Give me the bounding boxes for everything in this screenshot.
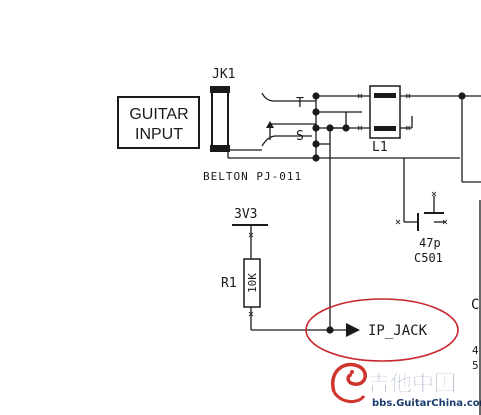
capacitor-c501: 47p C501	[403, 158, 446, 265]
guitar-input-label-2: INPUT	[135, 126, 183, 143]
resistor-ref-label: R1	[221, 276, 237, 291]
watermark-url: bbs.GuitarChina.com	[372, 398, 481, 409]
right-bus	[458, 92, 481, 415]
supply-and-resistor: 3V3 10K R1 IP_JACK	[221, 207, 428, 339]
watermark-brand: 吉他中国	[368, 371, 456, 397]
supply-label: 3V3	[234, 207, 257, 222]
jack-jk1: JK1 T S BELTON PJ-011	[203, 67, 316, 183]
edge-label-4: 4	[472, 344, 479, 357]
junction-dot	[458, 92, 466, 100]
junction-dot	[326, 326, 334, 334]
resistor-value-label: 10K	[246, 273, 259, 293]
junction-dot	[326, 124, 334, 132]
jack-part-label: BELTON PJ-011	[203, 170, 302, 183]
net-name-label: IP_JACK	[368, 323, 428, 339]
cap-value-label: 47p	[419, 236, 441, 250]
edge-label-5: 5	[472, 359, 479, 372]
highlight-ellipse	[305, 298, 459, 362]
connection-ticks	[248, 93, 448, 317]
junction-dot	[312, 92, 320, 100]
inductor-ref-label: L1	[372, 140, 388, 155]
guitar-input-label-1: GUITAR	[129, 106, 188, 123]
jack-wiring	[227, 92, 460, 330]
junction-dot	[312, 140, 320, 148]
resistor-r1	[243, 258, 261, 308]
junction-dot	[342, 124, 350, 132]
jack-ref-label: JK1	[212, 67, 235, 82]
watermark: 吉他中国 bbs.GuitarChina.com	[330, 362, 481, 409]
dragon-logo-icon	[330, 362, 367, 403]
edge-label-c: C	[471, 297, 479, 313]
junction-dot	[312, 124, 320, 132]
junction-dot	[312, 154, 320, 162]
guitar-input-box: GUITAR INPUT	[117, 96, 200, 149]
inductor-l1: L1	[369, 85, 460, 155]
pin-s-label: S	[296, 129, 304, 144]
cap-ref-label: C501	[414, 251, 443, 265]
net-arrow-icon	[346, 323, 360, 337]
junction-dot	[312, 108, 320, 116]
pin-t-label: T	[296, 96, 304, 111]
